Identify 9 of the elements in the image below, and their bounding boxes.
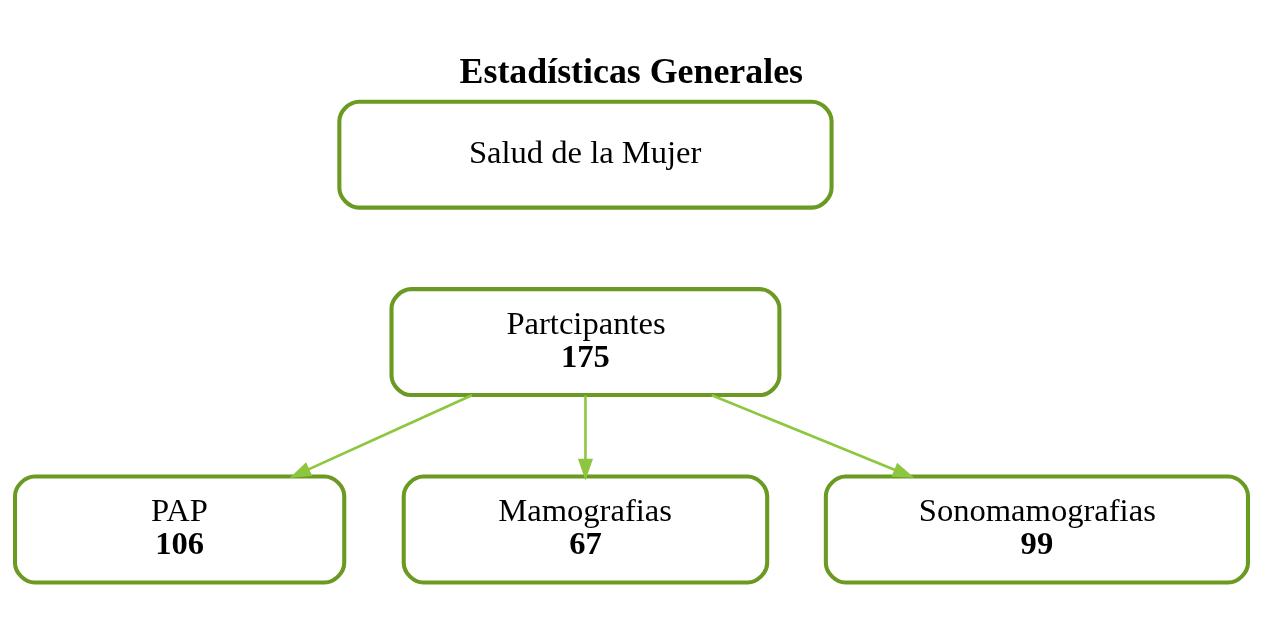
arrow [289, 393, 473, 478]
arrow [577, 395, 593, 480]
node-box: Mamografias 67 [401, 474, 770, 584]
arrow [711, 393, 915, 478]
node-box: Salud de la Mujer [337, 99, 834, 210]
node-box: PAP 106 [12, 474, 347, 584]
node-box: Sonomamografias 99 [823, 474, 1251, 584]
diagram-title: Estadísticas Generales [459, 50, 804, 91]
node-box: Partcipantes 175 [389, 286, 782, 397]
